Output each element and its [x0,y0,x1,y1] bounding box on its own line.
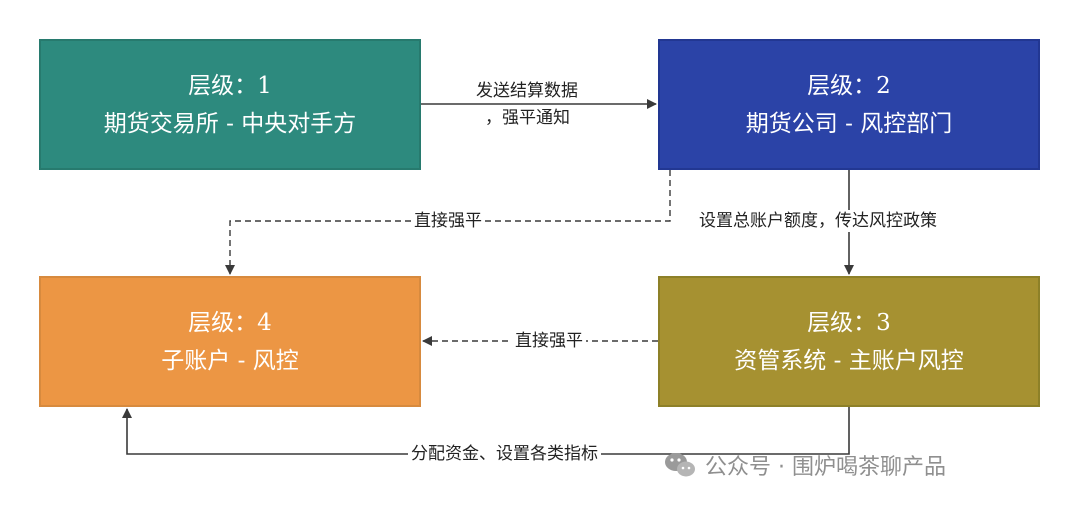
level3-subtitle: 资管系统 - 主账户风控 [734,347,964,374]
level1-box: 层级：1 期货交易所 - 中央对手方 [39,39,421,170]
edge-label-account-limit: 设置总账户额度，传达风控政策 [696,210,940,232]
edge-label-direct-liquidation-top: 直接强平 [411,210,485,232]
level3-title: 层级：3 [807,309,891,336]
level4-box: 层级：4 子账户 - 风控 [39,276,421,407]
level4-title: 层级：4 [188,309,272,336]
edge-label-liquidation-notice: ，强平通知 [485,107,570,129]
level1-subtitle: 期货交易所 - 中央对手方 [103,110,357,137]
level1-title: 层级：1 [188,72,272,99]
edge-label-settlement: 发送结算数据 [476,80,578,102]
level3-box: 层级：3 资管系统 - 主账户风控 [658,276,1040,407]
level4-subtitle: 子账户 - 风控 [161,347,299,374]
level2-title: 层级：2 [807,72,891,99]
watermark-text: 公众号 · 围炉喝茶聊产品 [705,455,946,480]
level2-subtitle: 期货公司 - 风控部门 [745,110,953,137]
wechat-icon [665,453,695,477]
watermark: 公众号 · 围炉喝茶聊产品 [663,449,946,481]
edge-label-direct-liquidation-mid: 直接强平 [512,330,586,352]
level2-box: 层级：2 期货公司 - 风控部门 [658,39,1040,170]
edge-label-allocate-funds: 分配资金、设置各类指标 [408,443,601,465]
